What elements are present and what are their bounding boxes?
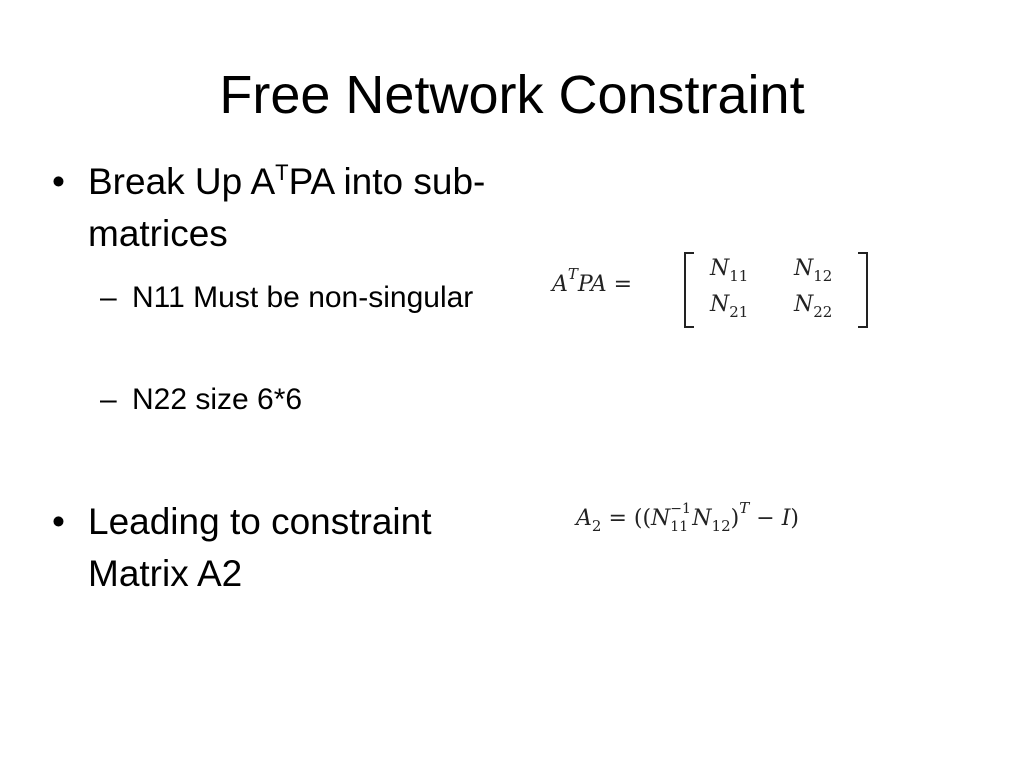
bullet-text-after: PA into sub-matrices: [88, 161, 486, 254]
matrix-cell: N21: [710, 292, 749, 321]
matrix-cell: N11: [710, 256, 749, 285]
bullet-marker: •: [52, 501, 65, 542]
right-bracket: [858, 252, 868, 328]
subbullet-marker: –: [100, 281, 117, 314]
bullet-marker: •: [52, 161, 65, 202]
equation-lhs: ATPA =: [552, 265, 633, 298]
bullet-break-up: • Break Up ATPA into sub-matrices: [52, 156, 508, 260]
bullet-superscript: T: [275, 160, 289, 185]
bullet-text-before: Break Up A: [88, 161, 276, 202]
subbullet-marker: –: [100, 383, 117, 416]
subbullet-n22: – N22 size 6*6: [100, 377, 492, 422]
bullet-leading: • Leading to constraint Matrix A2: [52, 496, 528, 600]
bullet-text: Leading to constraint Matrix A2: [88, 501, 432, 594]
matrix-cell: N22: [794, 292, 833, 321]
subbullet-text: N11 Must be non-singular: [132, 281, 474, 314]
slide-title: Free Network Constraint: [219, 65, 805, 125]
subbullet-n11: – N11 Must be non-singular: [100, 275, 492, 320]
subbullet-text: N22 size 6*6: [132, 383, 303, 416]
left-bracket: [684, 252, 694, 328]
matrix-cell: N12: [794, 256, 833, 285]
